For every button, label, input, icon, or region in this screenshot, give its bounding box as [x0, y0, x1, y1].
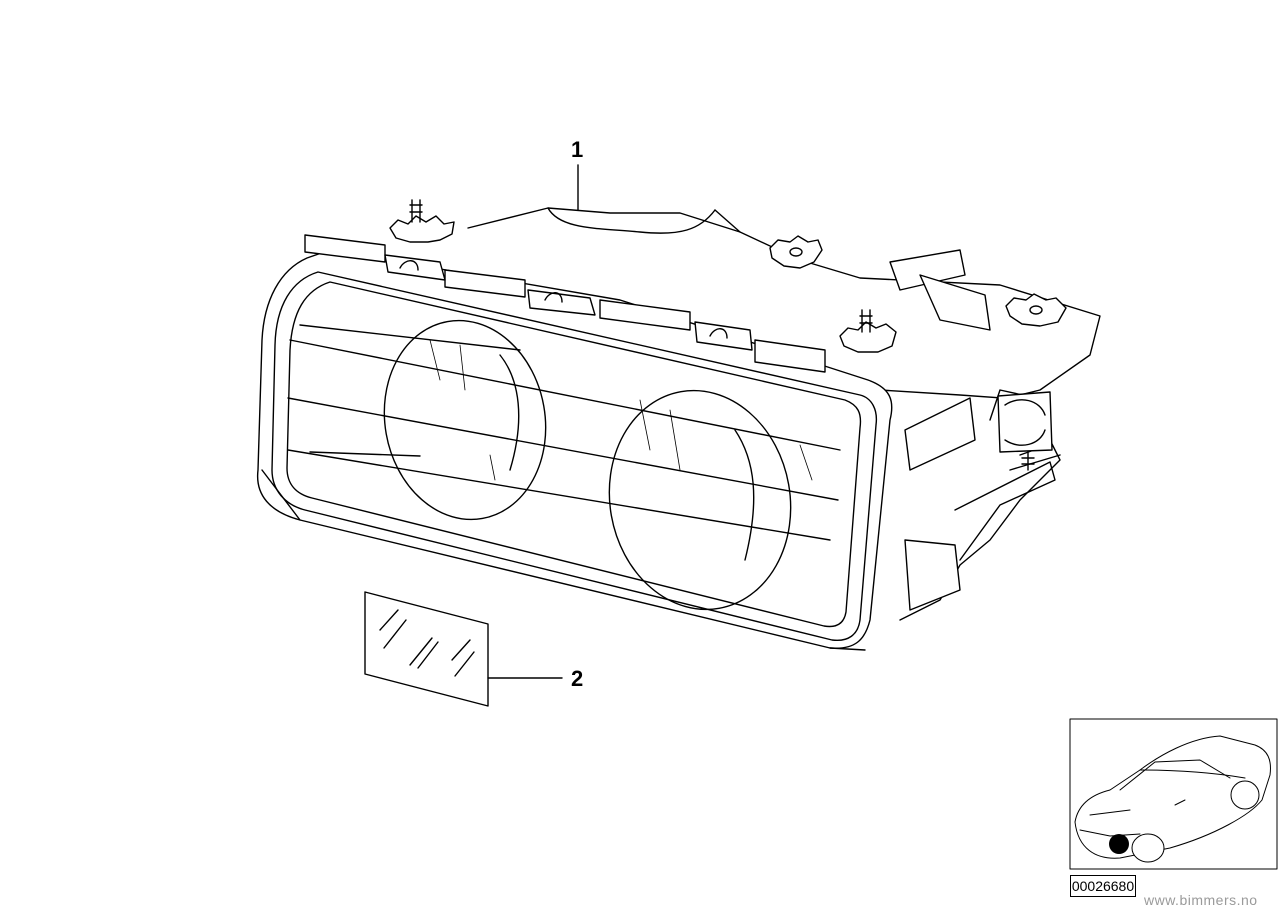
lens-glass [364, 591, 489, 707]
adjuster-gear-left [389, 199, 455, 243]
callout-2-label: 2 [571, 666, 583, 691]
headlight-assembly [256, 199, 1101, 651]
car-locator-thumbnail [1069, 718, 1278, 870]
watermark: www.bimmers.no [1144, 892, 1258, 908]
location-marker [1109, 834, 1129, 854]
adjuster-gear-far-right [1005, 293, 1067, 327]
callout-1-label: 1 [571, 137, 583, 162]
adjuster-gear-right [839, 309, 897, 353]
diagram-reference-number: 00026680 [1070, 875, 1136, 897]
adjuster-gear-middle [769, 235, 823, 269]
